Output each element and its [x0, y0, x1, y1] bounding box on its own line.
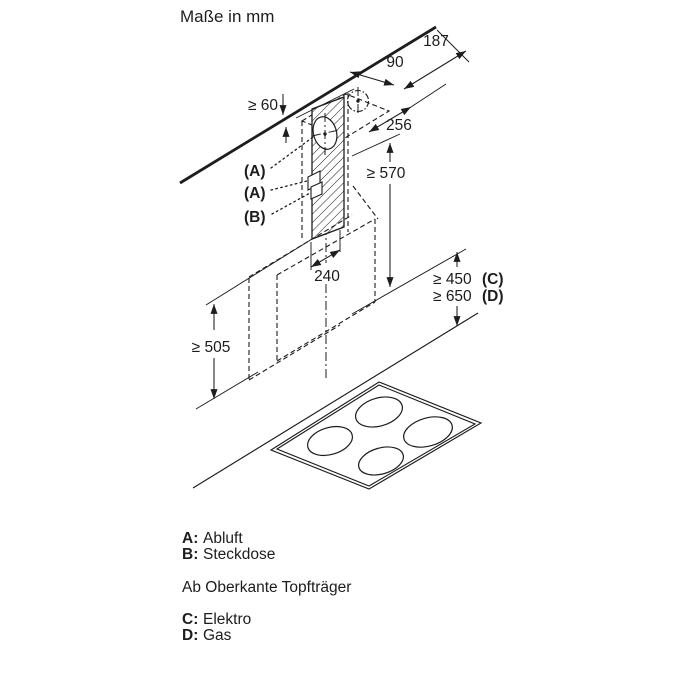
legend-a-key: A: [182, 530, 198, 547]
dim-256-label: 256 [386, 117, 412, 134]
legend-note: Ab Oberkante Topfträger [182, 579, 351, 596]
dimension-187: 187 [403, 29, 470, 90]
dim-505-label: ≥ 505 [192, 339, 231, 356]
cooktop [269, 381, 483, 490]
dim-650-label: ≥ 650 [433, 288, 472, 305]
callouts: (A) (A) (B) [244, 136, 314, 226]
legend: A: Abluft B: Steckdose Ab Oberkante Topf… [182, 530, 351, 644]
burner-left [306, 425, 354, 457]
legend-b-value: Steckdose [203, 546, 275, 563]
dim-187-label: 187 [423, 33, 449, 50]
dimension-570: ≥ 570 [351, 133, 406, 287]
burner-top [355, 396, 403, 428]
callout-duct-alt: (A) [244, 185, 266, 202]
legend-a-value: Abluft [203, 530, 243, 547]
dimension-90: 90 [349, 54, 404, 86]
legend-d-value: Gas [203, 627, 232, 644]
dim-650-key: (D) [482, 288, 504, 305]
legend-c-value: Elektro [203, 611, 251, 628]
dim-240-label: 240 [314, 268, 340, 285]
dimension-450-650: ≥ 450 (C) ≥ 650 (D) [433, 252, 504, 326]
legend-c-key: C: [182, 611, 198, 628]
dimension-60: ≥ 60 [248, 88, 355, 143]
dim-450-key: (C) [482, 271, 504, 288]
reference-lines [192, 248, 479, 489]
dimension-505: ≥ 505 [192, 238, 313, 410]
socket-box [307, 170, 323, 200]
drawing-title: Maße in mm [180, 7, 274, 26]
burner-bottom [358, 446, 404, 476]
dim-60-label: ≥ 60 [248, 97, 278, 114]
dim-570-label: ≥ 570 [367, 165, 406, 182]
dimension-256: 256 [368, 83, 447, 134]
duct-hole-circle [346, 87, 370, 115]
dim-90-label: 90 [386, 54, 404, 71]
legend-d-key: D: [182, 627, 198, 644]
callout-duct-rear: (A) [244, 163, 266, 180]
duct-hole-ellipse [311, 113, 340, 155]
ceiling-line [179, 25, 437, 185]
callout-socket: (B) [244, 209, 266, 226]
dimension-240: 240 [310, 230, 341, 285]
dim-450-label: ≥ 450 [433, 271, 472, 288]
burner-right [403, 416, 453, 448]
legend-b-key: B: [182, 546, 198, 563]
